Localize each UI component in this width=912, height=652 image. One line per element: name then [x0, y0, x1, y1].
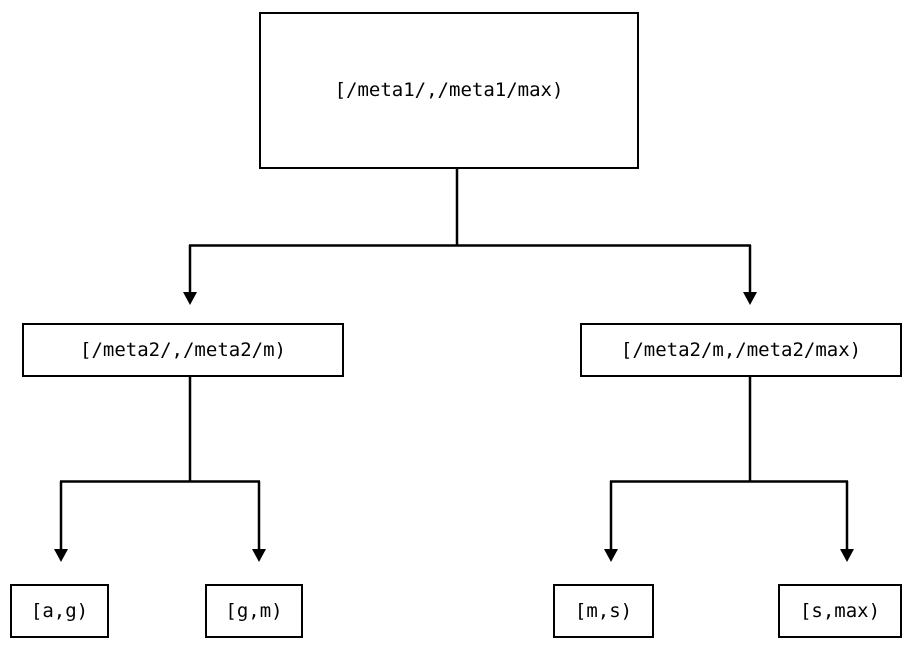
- arrowhead-root-to-meta2-high: [743, 292, 757, 305]
- arrowhead-meta2high-to-leaf-smax: [840, 549, 854, 562]
- tree-node-leaf-ms[interactable]: [m,s): [553, 584, 654, 638]
- arrowhead-meta2low-to-leaf-ag: [54, 549, 68, 562]
- tree-node-leaf-gm[interactable]: [g,m): [205, 584, 303, 638]
- arrowhead-meta2low-to-leaf-gm: [252, 549, 266, 562]
- tree-node-root[interactable]: [/meta1/,/meta1/max): [259, 12, 639, 169]
- tree-node-meta2-high[interactable]: [/meta2/m,/meta2/max): [580, 323, 902, 377]
- arrowhead-meta2high-to-leaf-ms: [604, 549, 618, 562]
- tree-node-leaf-ag[interactable]: [a,g): [10, 584, 109, 638]
- tree-node-meta2-low[interactable]: [/meta2/,/meta2/m): [22, 323, 344, 377]
- tree-node-leaf-smax[interactable]: [s,max): [778, 584, 902, 638]
- arrowhead-root-to-meta2-low: [183, 292, 197, 305]
